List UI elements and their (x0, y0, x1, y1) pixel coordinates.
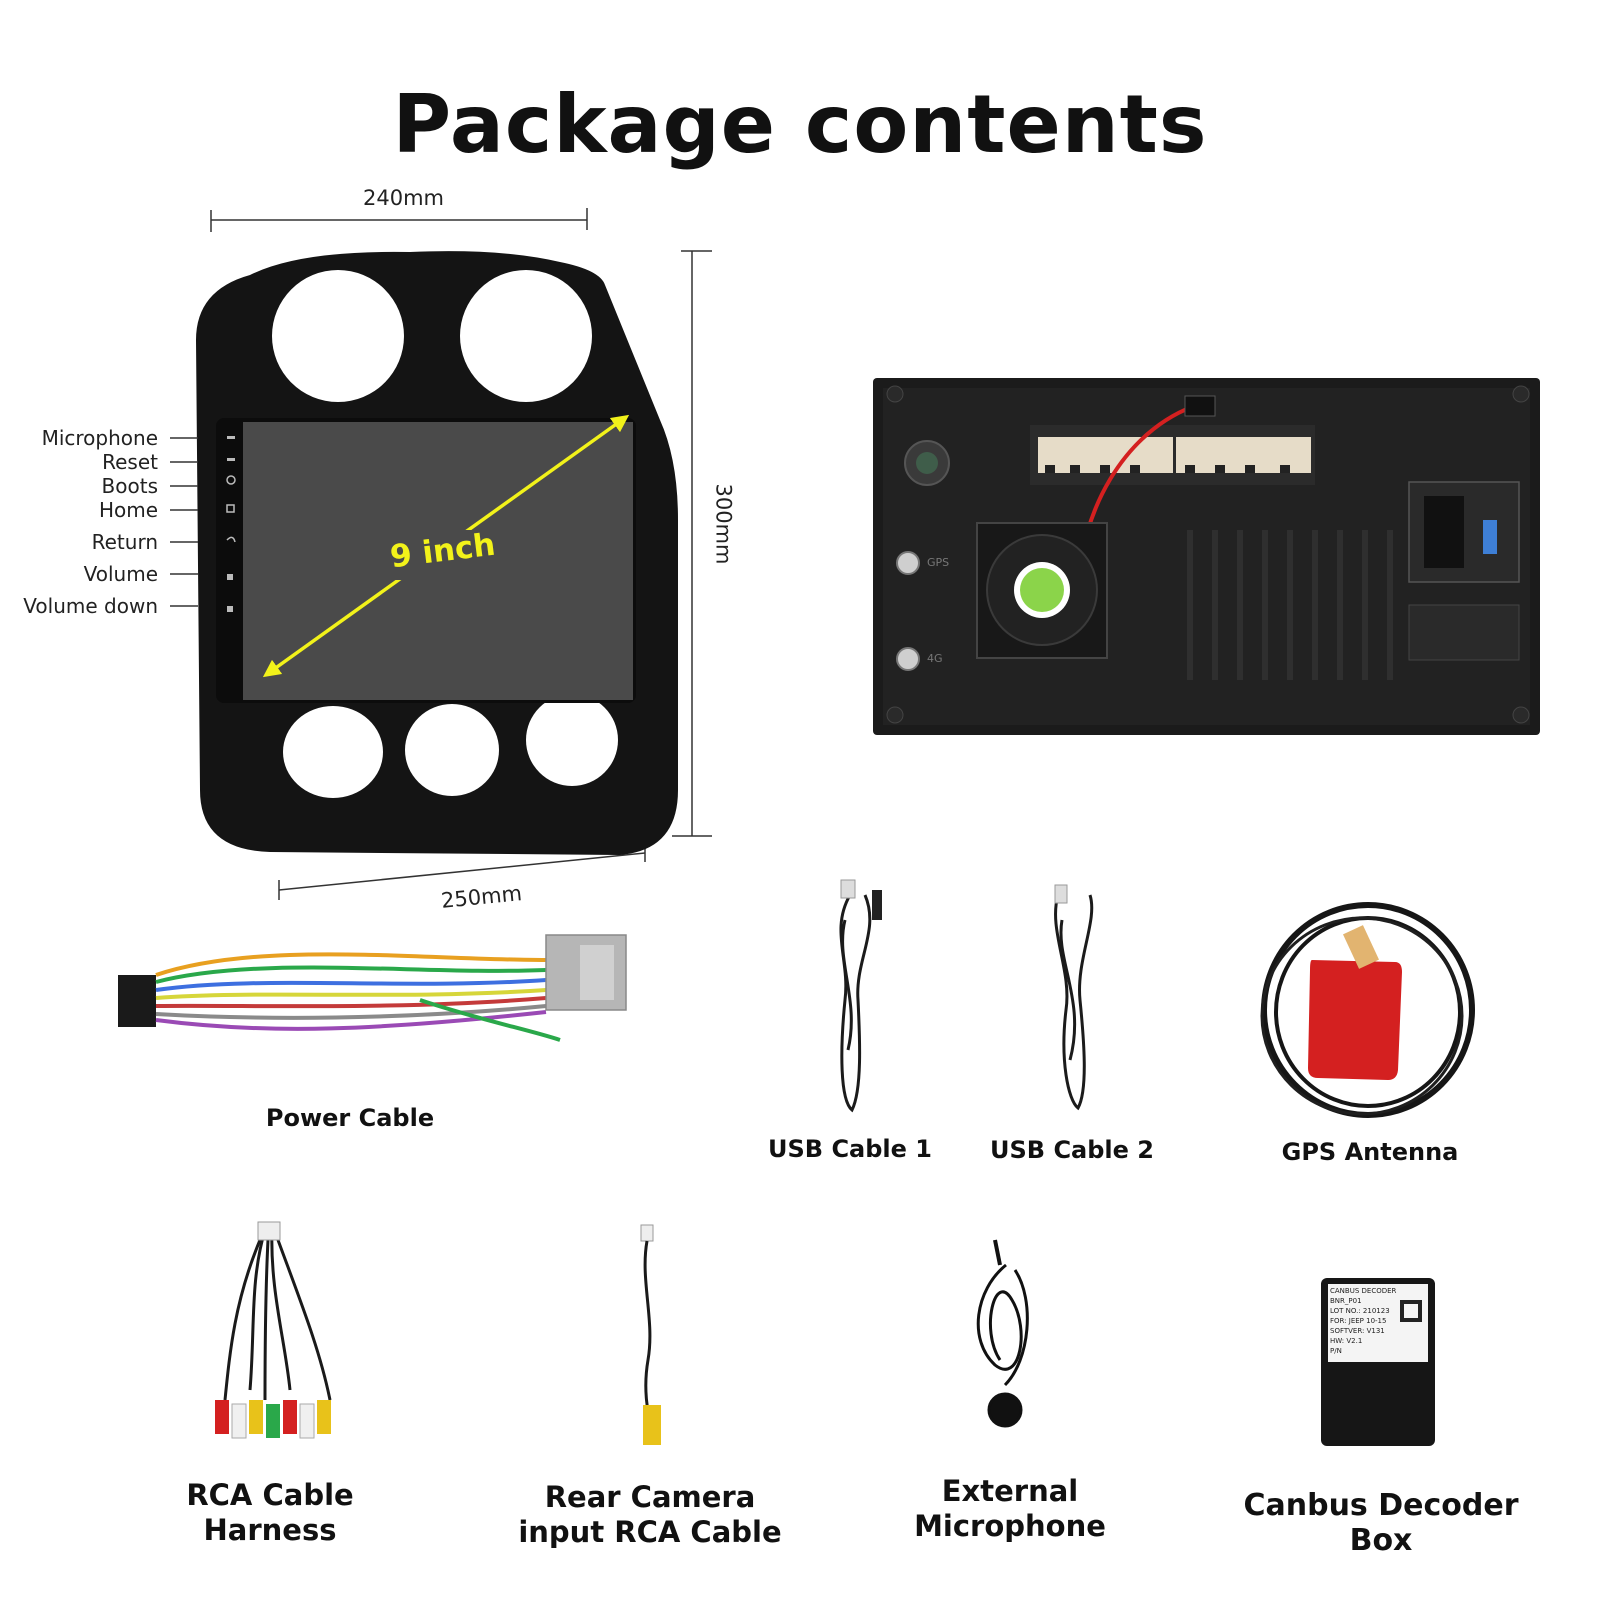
usb-cable-2-image (1054, 884, 1094, 1111)
rca-harness-image (215, 1221, 332, 1439)
external-microphone-image (976, 1239, 1029, 1428)
button-label-microphone: Microphone (41, 426, 158, 450)
canbus-sticker-model: BNR_P01 (1330, 1297, 1362, 1305)
button-label-reset: Reset (102, 450, 158, 474)
caption-rear-camera-line2: input RCA Cable (518, 1515, 782, 1549)
head-unit-rear (873, 378, 1540, 735)
canbus-sticker-softver: SOFTVER: V131 (1330, 1327, 1385, 1335)
power-cable-image (118, 934, 627, 1042)
caption-canbus-line2: Box (1349, 1523, 1413, 1558)
caption-canbus-line1: Canbus Decoder (1243, 1488, 1519, 1523)
caption-canbus: Canbus Decoder Box (1226, 1488, 1536, 1558)
button-label-return: Return (91, 530, 158, 554)
gps-antenna-image (1260, 902, 1475, 1118)
caption-gps-antenna: GPS Antenna (1281, 1138, 1459, 1166)
page-title: Package contents (392, 78, 1208, 171)
canbus-sticker-header: CANBUS DECODER (1330, 1287, 1397, 1295)
caption-rear-camera-line1: Rear Camera (544, 1480, 756, 1514)
rear-port-4g: 4G (927, 652, 943, 665)
rear-port-gps: GPS (927, 556, 950, 569)
canbus-decoder-image (1321, 1278, 1435, 1446)
caption-rca-harness-line2: Harness (203, 1513, 337, 1547)
button-label-volume-down: Volume down (23, 594, 158, 618)
dimension-height: 300mm (711, 483, 736, 565)
canbus-sticker-pn: P/N (1330, 1347, 1342, 1355)
canbus-sticker: CANBUS DECODER BNR_P01 LOT NO.: 210123 F… (1330, 1286, 1426, 1356)
button-label-volume: Volume (83, 562, 158, 586)
caption-microphone: External Microphone (900, 1474, 1120, 1544)
button-label-home: Home (98, 498, 158, 522)
canbus-sticker-hw: HW: V2.1 (1330, 1337, 1363, 1345)
button-label-boots: Boots (101, 474, 158, 498)
canbus-sticker-for: FOR: JEEP 10-15 (1330, 1317, 1387, 1325)
caption-usb-cable-2: USB Cable 2 (990, 1136, 1154, 1164)
button-leader-lines (170, 437, 198, 607)
head-unit-front (196, 251, 678, 856)
caption-microphone-line2: Microphone (914, 1509, 1106, 1543)
caption-rca-harness: RCA Cable Harness (160, 1478, 380, 1548)
usb-cable-1-image (839, 879, 882, 1113)
caption-rca-harness-line1: RCA Cable (186, 1478, 354, 1512)
caption-usb-cable-1: USB Cable 1 (768, 1135, 932, 1163)
rear-camera-cable-image (640, 1224, 661, 1445)
caption-power-cable: Power Cable (265, 1104, 435, 1132)
caption-rear-camera: Rear Camera input RCA Cable (510, 1480, 790, 1550)
dimension-width-top: 240mm (363, 186, 444, 210)
canbus-sticker-lot: LOT NO.: 210123 (1330, 1307, 1390, 1315)
caption-microphone-line1: External (941, 1474, 1079, 1508)
